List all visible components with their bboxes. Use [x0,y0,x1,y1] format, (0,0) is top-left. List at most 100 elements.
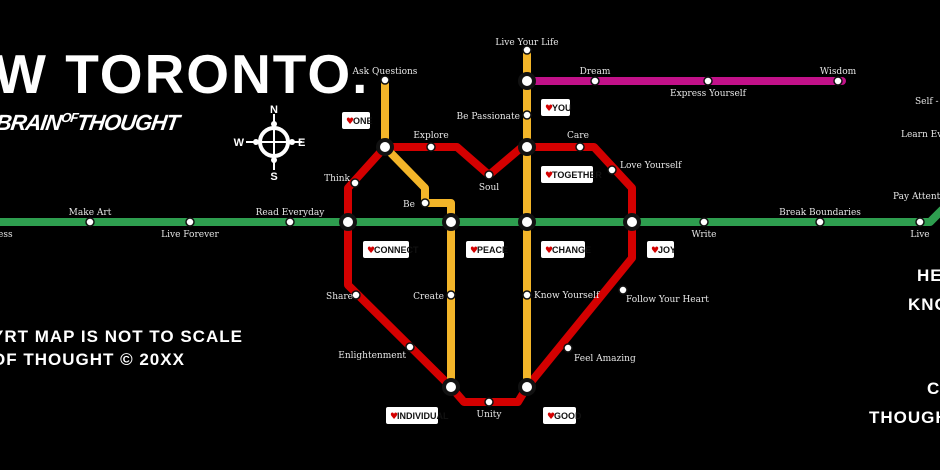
station-express-yourself[interactable] [703,76,713,86]
badge-heart-icon: ♥ [545,171,553,181]
station-soul[interactable] [484,170,494,180]
station-explore[interactable] [426,142,436,152]
interchange-connect[interactable] [339,213,357,231]
label-ask-questions: Ask Questions [352,67,418,77]
badge-individual[interactable]: ♥ INDIVIDUAL [386,407,449,424]
badge-good-label: GOOD [554,411,582,421]
compass-s-dot [271,157,277,163]
badge-heart-icon: ♥ [547,412,555,422]
badge-heart-icon: ♥ [651,246,659,256]
label-soul: Soul [479,183,499,193]
station-follow-your-heart[interactable] [618,285,628,295]
yellow-line-left [381,76,455,391]
station-break-boundaries[interactable] [815,217,825,227]
station-unity[interactable] [484,397,494,407]
label-follow-your-heart: Follow Your Heart [626,295,709,305]
label-learn-every: Learn Eve [901,130,940,140]
label-be: Be [403,200,415,210]
station-think[interactable] [350,178,360,188]
interchange-individual[interactable] [442,378,460,396]
label-explore: Explore [413,131,448,141]
badge-joy[interactable]: ♥ JOY [647,241,676,258]
interchange-peace[interactable] [442,213,460,231]
label-live-forever: Live Forever [161,230,219,240]
station-share[interactable] [351,290,361,300]
label-create: Create [413,292,444,302]
interchange-change[interactable] [518,213,536,231]
label-wisdom: Wisdom [820,67,857,77]
station-be-passionate[interactable] [522,110,532,120]
badge-together[interactable]: ♥ TOGETHER [541,166,602,183]
badge-heart-icon: ♥ [545,104,553,114]
station-know-yourself[interactable] [522,290,532,300]
compass-e-dot [289,139,295,145]
station-create[interactable] [446,290,456,300]
badge-heart-icon: ♥ [470,246,478,256]
station-labels: ess Make Art Live Forever Read Everyday … [0,38,940,420]
interchange-you[interactable] [518,72,536,90]
interchange-together[interactable] [518,138,536,156]
station-wisdom[interactable] [833,76,843,86]
compass-w-dot [253,139,259,145]
badge-good[interactable]: ♥ GOOD [543,407,582,424]
green-line [0,206,940,226]
label-ess: ess [0,230,13,240]
badge-you-label: YOU [552,103,572,113]
compass-rose: N S W E [234,104,306,183]
station-live-forever[interactable] [185,217,195,227]
badge-you[interactable]: ♥ YOU [541,99,572,116]
copyright-text: OF THOUGHT © 20XX [0,350,185,369]
station-enlightenment[interactable] [405,342,415,352]
station-love-yourself[interactable] [607,165,617,175]
badge-heart-icon: ♥ [390,412,398,422]
stations [85,45,925,407]
badge-together-label: TOGETHER [552,170,602,180]
label-read-everyday: Read Everyday [256,208,326,218]
label-think: Think [324,174,350,184]
badge-heart-icon: ♥ [346,117,354,127]
badge-connect[interactable]: ♥ CONNECT [363,241,419,258]
compass-w: W [234,137,245,149]
compass-e: E [298,137,305,149]
map-title: W TORONTO. [0,43,370,105]
interchange-good[interactable] [518,378,536,396]
label-write: Write [692,230,717,240]
label-love-yourself: Love Yourself [620,161,682,171]
station-ask-questions[interactable] [380,75,390,85]
station-make-art[interactable] [85,217,95,227]
station-dream[interactable] [590,76,600,86]
edge-text-1: HEA [917,266,940,285]
badges: ♥ ONE ♥ YOU ♥ TOGETHER ♥ CONNECT ♥ PEACE… [342,99,676,424]
station-live-your-life[interactable] [522,45,532,55]
label-pay-attention: Pay Attenti [893,192,940,202]
edge-text-3: CO [927,379,940,398]
interchange-joy[interactable] [623,213,641,231]
station-be[interactable] [420,198,430,208]
label-enlightenment: Enlightenment [338,351,406,361]
badge-change[interactable]: ♥ CHANGE [541,241,591,258]
scale-disclaimer: YRT MAP IS NOT TO SCALE [0,327,243,346]
badge-one-label: ONE [353,116,373,126]
station-read-everyday[interactable] [285,217,295,227]
station-write[interactable] [699,217,709,227]
compass-n-dot [271,121,277,127]
label-break-boundaries: Break Boundaries [779,208,861,218]
interchange-one[interactable] [376,138,394,156]
label-dream: Dream [580,67,611,77]
station-feel-amazing[interactable] [563,343,573,353]
compass-s: S [270,171,277,183]
label-know-yourself: Know Yourself [534,291,600,301]
interchanges [339,72,641,396]
compass-n: N [270,104,278,116]
edge-text-2: KNOW [908,295,940,314]
station-live[interactable] [915,217,925,227]
label-live: Live [910,230,929,240]
badge-peace[interactable]: ♥ PEACE [466,241,508,258]
label-express-yourself: Express Yourself [670,89,747,99]
label-live-your-life: Live Your Life [495,38,558,48]
badge-one[interactable]: ♥ ONE [342,112,373,129]
label-be-passionate: Be Passionate [457,112,520,122]
badge-change-label: CHANGE [552,245,591,255]
station-care[interactable] [575,142,585,152]
